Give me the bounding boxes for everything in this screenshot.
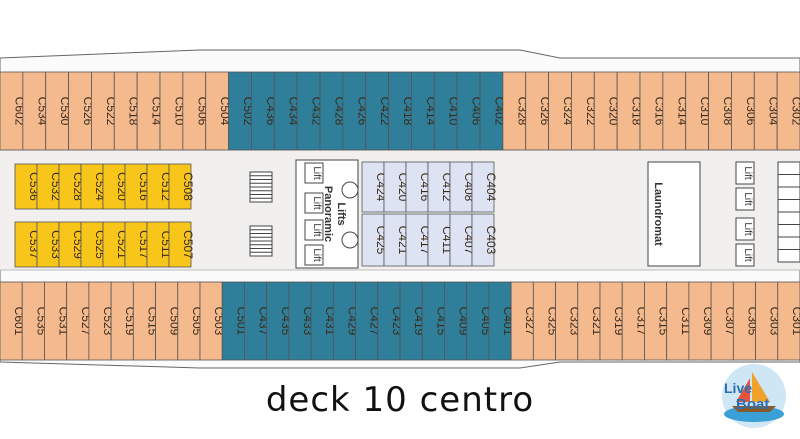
cabin: C302 [776,71,800,151]
lift-label: Lift [742,192,753,206]
cabin-box [776,71,800,151]
cabin: C508 [168,163,195,210]
lift-1 [304,162,324,184]
stairs-left-top [249,171,273,203]
cabin: C319 [599,281,626,361]
cabin-label: C403 [484,226,498,255]
lift-6 [735,187,755,211]
cabin: C404 [471,161,498,213]
cabin-label: C302 [790,97,800,126]
lift-label: Lift [742,166,753,180]
cabin: C521 [102,221,129,268]
lift-5 [735,161,755,185]
cabin: C309 [688,281,715,361]
lift-label: Lift [311,248,322,262]
lift-2 [304,192,324,214]
cabin: C501 [221,281,248,361]
lift-label: Lift [311,223,322,237]
logo-text-live: Live [724,380,753,396]
cabin-box [168,163,192,210]
cabin: C409 [444,281,471,361]
cabin-box [168,221,192,268]
deck-title: deck 10 centro [265,380,535,420]
liveboat-logo: Live Boat [712,352,796,434]
lift-label: Lift [742,248,753,262]
laundromat-label: Laundromat [652,182,664,246]
lift-3 [304,219,324,241]
cabin-label: C301 [790,307,800,336]
lift-label: Lift [311,196,322,210]
stairs-left-bottom [249,225,273,257]
cabin: C420 [383,161,410,213]
stairs-right [777,161,800,263]
cabin: C403 [471,213,498,267]
panoramic-lift-bottom [341,231,359,249]
panoramic-label: Panoramic [322,186,334,242]
laundromat-room [647,161,701,267]
lift-4 [304,244,324,266]
cabin-label: C404 [484,173,498,202]
lift-8 [735,243,755,267]
lift-7 [735,217,755,241]
cabin: C422 [365,71,392,151]
cabin-box [471,213,495,267]
lift-label: Lift [311,166,322,180]
cabin-label: C507 [181,230,195,259]
cabin: C507 [168,221,195,268]
lift-label: Lift [742,222,753,236]
logo-text-boat: Boat [736,396,770,413]
cabin-label: C508 [181,172,195,201]
cabin: C301 [777,281,800,361]
cabin: C515 [132,281,159,361]
panoramic-lifts-label: Lifts [335,202,347,225]
cabin: C327 [510,281,537,361]
panoramic-lift-top [341,181,359,199]
cabin-box [471,161,495,213]
